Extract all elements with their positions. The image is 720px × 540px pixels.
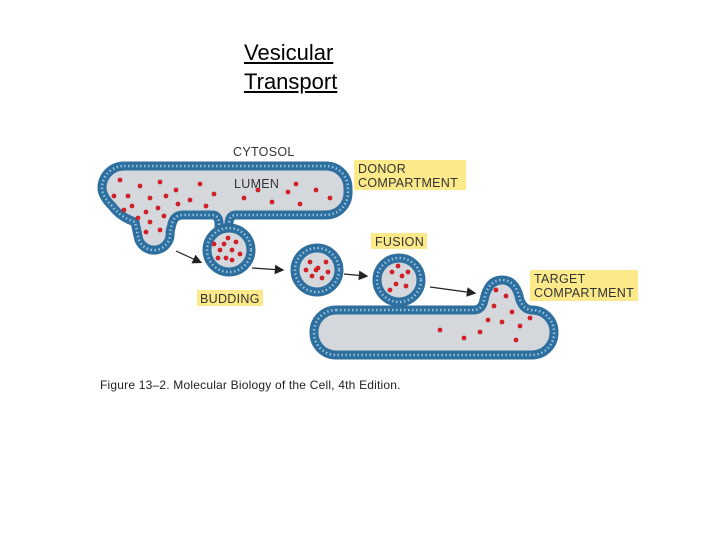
cargo-dot <box>513 337 519 343</box>
cargo-dot <box>175 201 181 207</box>
cargo-dot <box>129 203 135 209</box>
cargo-dot <box>137 183 143 189</box>
cargo-dot <box>387 287 393 293</box>
cargo-dot <box>477 329 483 335</box>
figure-caption: Figure 13–2. Molecular Biology of the Ce… <box>100 378 401 392</box>
cargo-dot <box>157 227 163 233</box>
cargo-dot <box>297 201 303 207</box>
target-compartment <box>309 275 559 360</box>
cargo-dot <box>399 273 405 279</box>
budding-label: BUDDING <box>200 292 260 306</box>
donor-label-line2: COMPARTMENT <box>358 176 458 190</box>
budding-vesicle <box>202 223 256 277</box>
cargo-dot <box>255 187 261 193</box>
target-label-line1: TARGET <box>534 272 586 286</box>
fusion-arrow <box>429 286 477 297</box>
budding-arrow <box>175 250 203 264</box>
cargo-dot <box>121 207 127 213</box>
cargo-dot <box>215 255 221 261</box>
cargo-molecules <box>111 177 533 343</box>
lumen-label: LUMEN <box>234 177 279 191</box>
cargo-dot <box>327 195 333 201</box>
transport-vesicle <box>290 243 344 297</box>
transport-arrow <box>251 264 285 275</box>
cargo-dot <box>147 219 153 225</box>
cargo-dot <box>125 193 131 199</box>
cargo-dot <box>223 255 229 261</box>
fusion-label-box <box>371 233 427 249</box>
cargo-dot <box>225 235 231 241</box>
cargo-dot <box>269 199 275 205</box>
cargo-dot <box>147 195 153 201</box>
budding-label-box <box>197 290 263 306</box>
cargo-dot <box>405 269 411 275</box>
donor-label-box <box>354 160 466 190</box>
cargo-dot <box>325 269 331 275</box>
cargo-dot <box>285 189 291 195</box>
cargo-dot <box>499 319 505 325</box>
slide-title: Vesicular Transport <box>244 38 337 96</box>
slide-title-line2: Transport <box>244 69 338 94</box>
cargo-dot <box>527 315 533 321</box>
cargo-dot <box>111 193 117 199</box>
fusion-label: FUSION <box>375 235 424 249</box>
cargo-dot <box>221 241 227 247</box>
cargo-dot <box>143 229 149 235</box>
slide-title-line1: Vesicular <box>244 40 334 65</box>
cargo-dot <box>293 181 299 187</box>
cargo-dot <box>163 193 169 199</box>
cargo-dot <box>217 247 223 253</box>
cargo-dot <box>437 327 443 333</box>
cytosol-label: CYTOSOL <box>233 145 295 159</box>
cargo-dot <box>203 203 209 209</box>
cargo-dot <box>211 191 217 197</box>
donor-compartment <box>97 161 353 255</box>
target-label-line2: COMPARTMENT <box>534 286 634 300</box>
cargo-dot <box>237 251 243 257</box>
cargo-dot <box>303 267 309 273</box>
cargo-dot <box>389 269 395 275</box>
cargo-dot <box>241 195 247 201</box>
cargo-dot <box>309 273 315 279</box>
cargo-dot <box>485 317 491 323</box>
approach-arrow <box>343 270 369 281</box>
cargo-dot <box>509 309 515 315</box>
cargo-dot <box>157 179 163 185</box>
cargo-dot <box>313 187 319 193</box>
cargo-dot <box>173 187 179 193</box>
cargo-dot <box>211 241 217 247</box>
target-label-box <box>530 270 638 301</box>
cargo-dot <box>117 177 123 183</box>
cargo-dot <box>229 257 235 263</box>
cargo-dot <box>233 239 239 245</box>
donor-label-line1: DONOR <box>358 162 406 176</box>
cargo-dot <box>197 181 203 187</box>
cargo-dot <box>403 283 409 289</box>
cargo-dot <box>319 275 325 281</box>
cargo-dot <box>307 259 313 265</box>
cargo-dot <box>161 213 167 219</box>
cargo-dot <box>517 323 523 329</box>
cargo-dot <box>503 293 509 299</box>
cargo-dot <box>143 209 149 215</box>
cargo-dot <box>461 335 467 341</box>
cargo-dot <box>187 197 193 203</box>
cargo-dot <box>313 267 319 273</box>
cargo-dot <box>229 247 235 253</box>
cargo-dot <box>155 205 161 211</box>
cargo-dot <box>395 263 401 269</box>
cargo-dot <box>323 259 329 265</box>
cargo-dot <box>491 303 497 309</box>
cargo-dot <box>393 281 399 287</box>
cargo-dot <box>135 215 141 221</box>
cargo-dot <box>493 287 499 293</box>
